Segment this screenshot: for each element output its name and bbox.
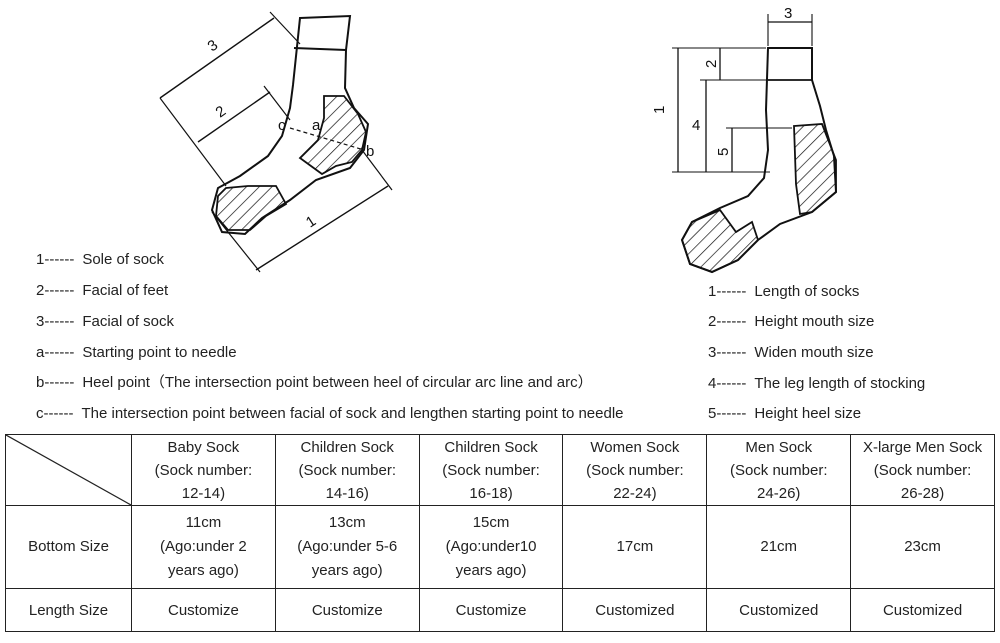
column-header-children-sock-14-16: Children Sock (Sock number: 14-16)	[274, 434, 420, 506]
left-label-b: b	[366, 143, 374, 160]
right-legend-item: 1------ Length of socks	[708, 283, 859, 301]
right-toe-hatch	[681, 208, 760, 273]
left-dim2-line	[197, 91, 271, 143]
legend-text: Height heel size	[754, 405, 862, 422]
legend-text: The leg length of stocking	[754, 375, 926, 392]
right-label-4: 4	[692, 117, 700, 134]
legend-key: 3------	[36, 313, 75, 330]
table-cell: 15cm (Ago:under10 years ago)	[418, 505, 564, 589]
corner-diagonal-line	[6, 435, 131, 505]
left-sock-diagram: 3 2 1 a b c	[159, 11, 393, 273]
table-header-row: Baby Sock (Sock number: 12-14) Children …	[5, 434, 995, 506]
left-legend-item: c------ The intersection point between fa…	[36, 405, 624, 423]
table-cell: Customized	[706, 588, 852, 632]
left-label-2: 2	[213, 103, 230, 122]
table-cell: 23cm	[850, 505, 995, 589]
legend-text: Length of socks	[754, 283, 860, 300]
left-dim1-ext1	[211, 211, 261, 273]
table-corner-cell	[5, 434, 132, 506]
left-point-dashed-line	[289, 127, 365, 151]
legend-key: 1------	[36, 251, 75, 268]
row-label-bottom-size: Bottom Size	[5, 505, 132, 589]
left-legend-item: 2------ Facial of feet	[36, 282, 168, 300]
column-header-men-sock: Men Sock (Sock number: 24-26)	[706, 434, 852, 506]
left-toe-hatch	[215, 185, 288, 231]
left-dim3-ext2	[159, 97, 227, 187]
legend-key: 2------	[36, 282, 75, 299]
right-label-3: 3	[784, 5, 792, 22]
left-label-a: a	[312, 117, 321, 134]
legend-key: 5------	[708, 405, 747, 422]
table-cell: Customize	[131, 588, 276, 632]
left-label-c: c	[278, 117, 286, 134]
legend-text: Facial of feet	[82, 282, 169, 299]
right-label-1: 1	[651, 106, 668, 114]
left-legend-item: 3------ Facial of sock	[36, 313, 174, 331]
right-legend-item: 4------ The leg length of stocking	[708, 375, 925, 393]
table-cell: Customized	[850, 588, 995, 632]
table-cell: 11cm (Ago:under 2 years ago)	[131, 505, 276, 589]
legend-key: b------	[36, 374, 75, 391]
table-row: Length Size Customize Customize Customiz…	[5, 588, 995, 632]
left-legend-item: b------ Heel point（The intersection point…	[36, 374, 593, 392]
left-legend-item: a------ Starting point to needle	[36, 344, 237, 362]
legend-text: The intersection point between facial of…	[81, 405, 624, 422]
legend-text: Height mouth size	[754, 313, 875, 330]
legend-text: Widen mouth size	[754, 344, 874, 361]
table-row: Bottom Size 11cm (Ago:under 2 years ago)…	[5, 505, 995, 589]
left-label-3: 3	[205, 37, 222, 56]
table-cell: 17cm	[562, 505, 708, 589]
table-cell: 21cm	[706, 505, 852, 589]
column-header-baby-sock: Baby Sock (Sock number: 12-14)	[131, 434, 276, 506]
table-cell: 13cm (Ago:under 5-6 years ago)	[274, 505, 420, 589]
legend-text: Sole of sock	[82, 251, 165, 268]
legend-key: 3------	[708, 344, 747, 361]
legend-key: c------	[36, 405, 74, 422]
column-header-xlarge-men-sock: X-large Men Sock (Sock number: 26-28)	[850, 434, 995, 506]
legend-text: Starting point to needle	[82, 344, 237, 361]
right-legend-item: 2------ Height mouth size	[708, 313, 874, 331]
right-label-5: 5	[715, 148, 732, 156]
column-header-children-sock-16-18: Children Sock (Sock number: 16-18)	[418, 434, 564, 506]
legend-text: Facial of sock	[82, 313, 175, 330]
left-legend-item: 1------ Sole of sock	[36, 251, 164, 269]
table-cell: Customize	[274, 588, 420, 632]
legend-key: 1------	[708, 283, 747, 300]
right-legend-item: 3------ Widen mouth size	[708, 344, 874, 362]
right-legend-item: 5------ Height heel size	[708, 405, 861, 423]
legend-text: Heel point（The intersection point betwee…	[82, 374, 593, 391]
table-cell: Customized	[562, 588, 708, 632]
left-dim1-line	[255, 185, 389, 271]
table-cell: Customize	[418, 588, 564, 632]
left-dim3-line	[159, 17, 275, 99]
column-header-women-sock: Women Sock (Sock number: 22-24)	[562, 434, 708, 506]
legend-key: a------	[36, 344, 75, 361]
right-sock-diagram: 3 1 4 2 5	[651, 5, 838, 274]
left-heel-hatch	[298, 95, 367, 176]
legend-key: 4------	[708, 375, 747, 392]
left-sock-cuff-line	[293, 47, 347, 51]
left-label-1: 1	[303, 213, 319, 232]
right-heel-hatch	[793, 123, 837, 216]
legend-key: 2------	[708, 313, 747, 330]
row-label-length-size: Length Size	[5, 588, 132, 632]
left-dim1-ext2	[361, 149, 393, 191]
left-dim3-ext1	[269, 11, 301, 45]
left-dim2-ext	[263, 85, 291, 121]
size-table: Baby Sock (Sock number: 12-14) Children …	[5, 434, 995, 632]
right-label-2: 2	[703, 60, 720, 68]
